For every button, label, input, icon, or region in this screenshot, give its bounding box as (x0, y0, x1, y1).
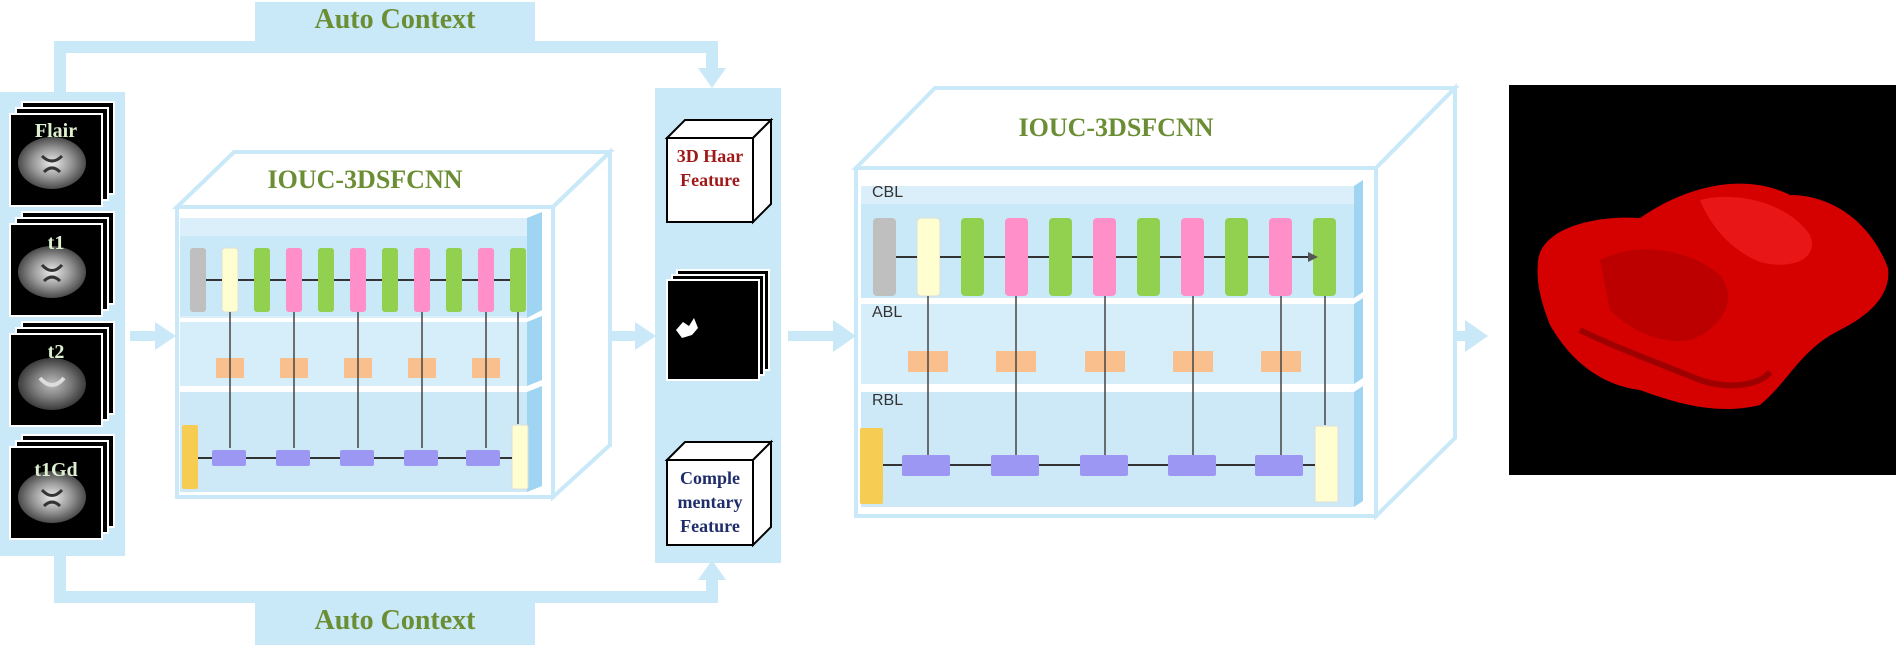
auto-context-loop-top (54, 2, 726, 92)
modality-input-panel (0, 92, 125, 556)
modality-stack-flair (9, 101, 115, 207)
modality-label-t2: t2 (47, 341, 65, 363)
modality-label-t1gd: t1Gd (34, 459, 78, 481)
complementary-feature-cube (664, 439, 774, 548)
block-label-rbl: RBL (872, 392, 904, 409)
auto-context-loop-bottom (54, 556, 726, 645)
modality-stack-t1 (9, 211, 115, 317)
haar-feature-label: 3D Haar Feature (676, 146, 744, 190)
modality-label-flair: Flair (34, 120, 78, 142)
modality-stack-t2 (9, 321, 115, 427)
auto-context-label-top: Auto Context (314, 4, 476, 35)
feature-panel (655, 88, 781, 563)
network-right-title: IOUC-3DSFCNN (1018, 113, 1214, 142)
network-left-title: IOUC-3DSFCNN (267, 165, 463, 194)
auto-context-label-bottom: Auto Context (314, 605, 476, 636)
modality-stack-t1gd (9, 434, 115, 540)
complementary-feature-label: Comple mentary Feature (677, 468, 743, 536)
network-right-cube (851, 83, 1460, 521)
network-left-cube (172, 147, 615, 502)
modality-label-t1: t1 (47, 232, 65, 254)
label-map-stack (666, 269, 770, 381)
segmentation-output (1509, 85, 1896, 475)
block-label-cbl: CBL (872, 184, 904, 201)
block-label-abl: ABL (872, 304, 903, 321)
haar-feature-cube (664, 117, 774, 225)
flow-arrows (130, 320, 1488, 352)
